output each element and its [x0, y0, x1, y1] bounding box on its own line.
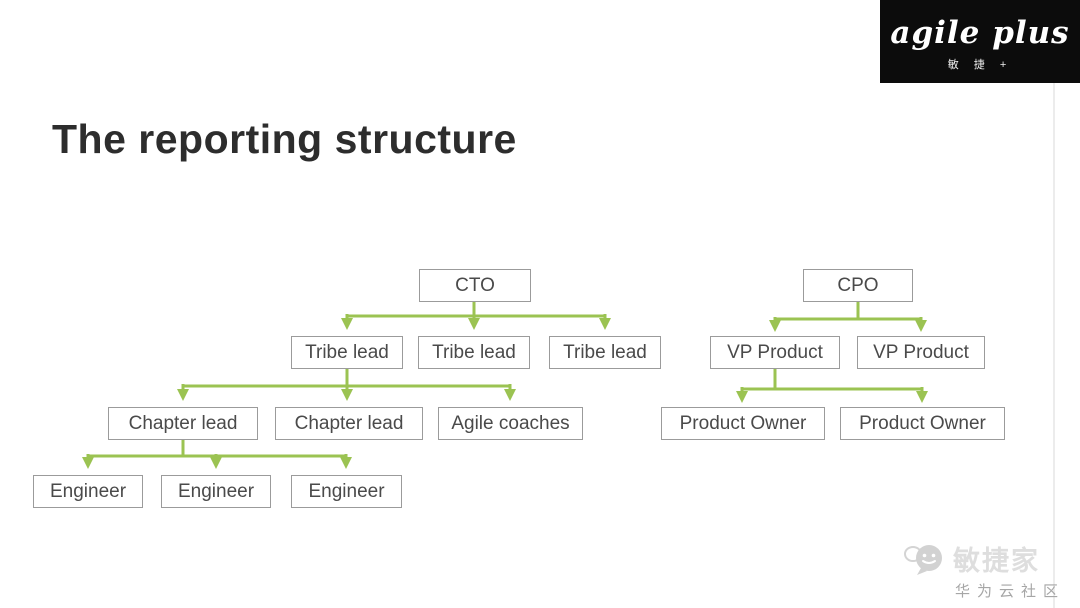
org-node-chapter-lead-2: Chapter lead — [275, 407, 423, 440]
edge-tribelead-chapter — [183, 369, 510, 388]
org-node-cto: CTO — [419, 269, 531, 302]
logo-sub-text: 敏 捷 + — [947, 58, 1013, 71]
watermark-community-text: 华为云社区 — [955, 583, 1066, 600]
watermark: 敏捷家 华为云社区 — [903, 538, 1078, 601]
slide-edge-divider — [1053, 83, 1055, 608]
org-node-tribe-lead-3: Tribe lead — [549, 336, 661, 369]
edge-chapter-engineers — [88, 440, 346, 458]
page-title: The reporting structure — [52, 116, 517, 162]
org-node-vp-product-2: VP Product — [857, 336, 985, 369]
org-node-cpo: CPO — [803, 269, 913, 302]
org-node-vp-product-1: VP Product — [710, 336, 840, 369]
org-node-product-owner-2: Product Owner — [840, 407, 1005, 440]
org-node-agile-coaches: Agile coaches — [438, 407, 583, 440]
edge-cpo-vps — [775, 302, 921, 321]
edge-vp-productowners — [742, 369, 922, 391]
org-node-chapter-lead-1: Chapter lead — [108, 407, 258, 440]
org-node-tribe-lead-1: Tribe lead — [291, 336, 403, 369]
logo-brand-text: agile plus — [890, 14, 1070, 51]
chat-bubbles-icon — [904, 545, 942, 575]
org-node-product-owner-1: Product Owner — [661, 407, 825, 440]
org-node-engineer-2: Engineer — [161, 475, 271, 508]
agile-plus-logo: agile plus 敏 捷 + — [880, 0, 1080, 83]
watermark-name-text: 敏捷家 — [953, 545, 1040, 576]
edge-cto-tribeleads — [347, 302, 605, 318]
org-node-engineer-3: Engineer — [291, 475, 402, 508]
org-node-tribe-lead-2: Tribe lead — [418, 336, 530, 369]
org-node-engineer-1: Engineer — [33, 475, 143, 508]
